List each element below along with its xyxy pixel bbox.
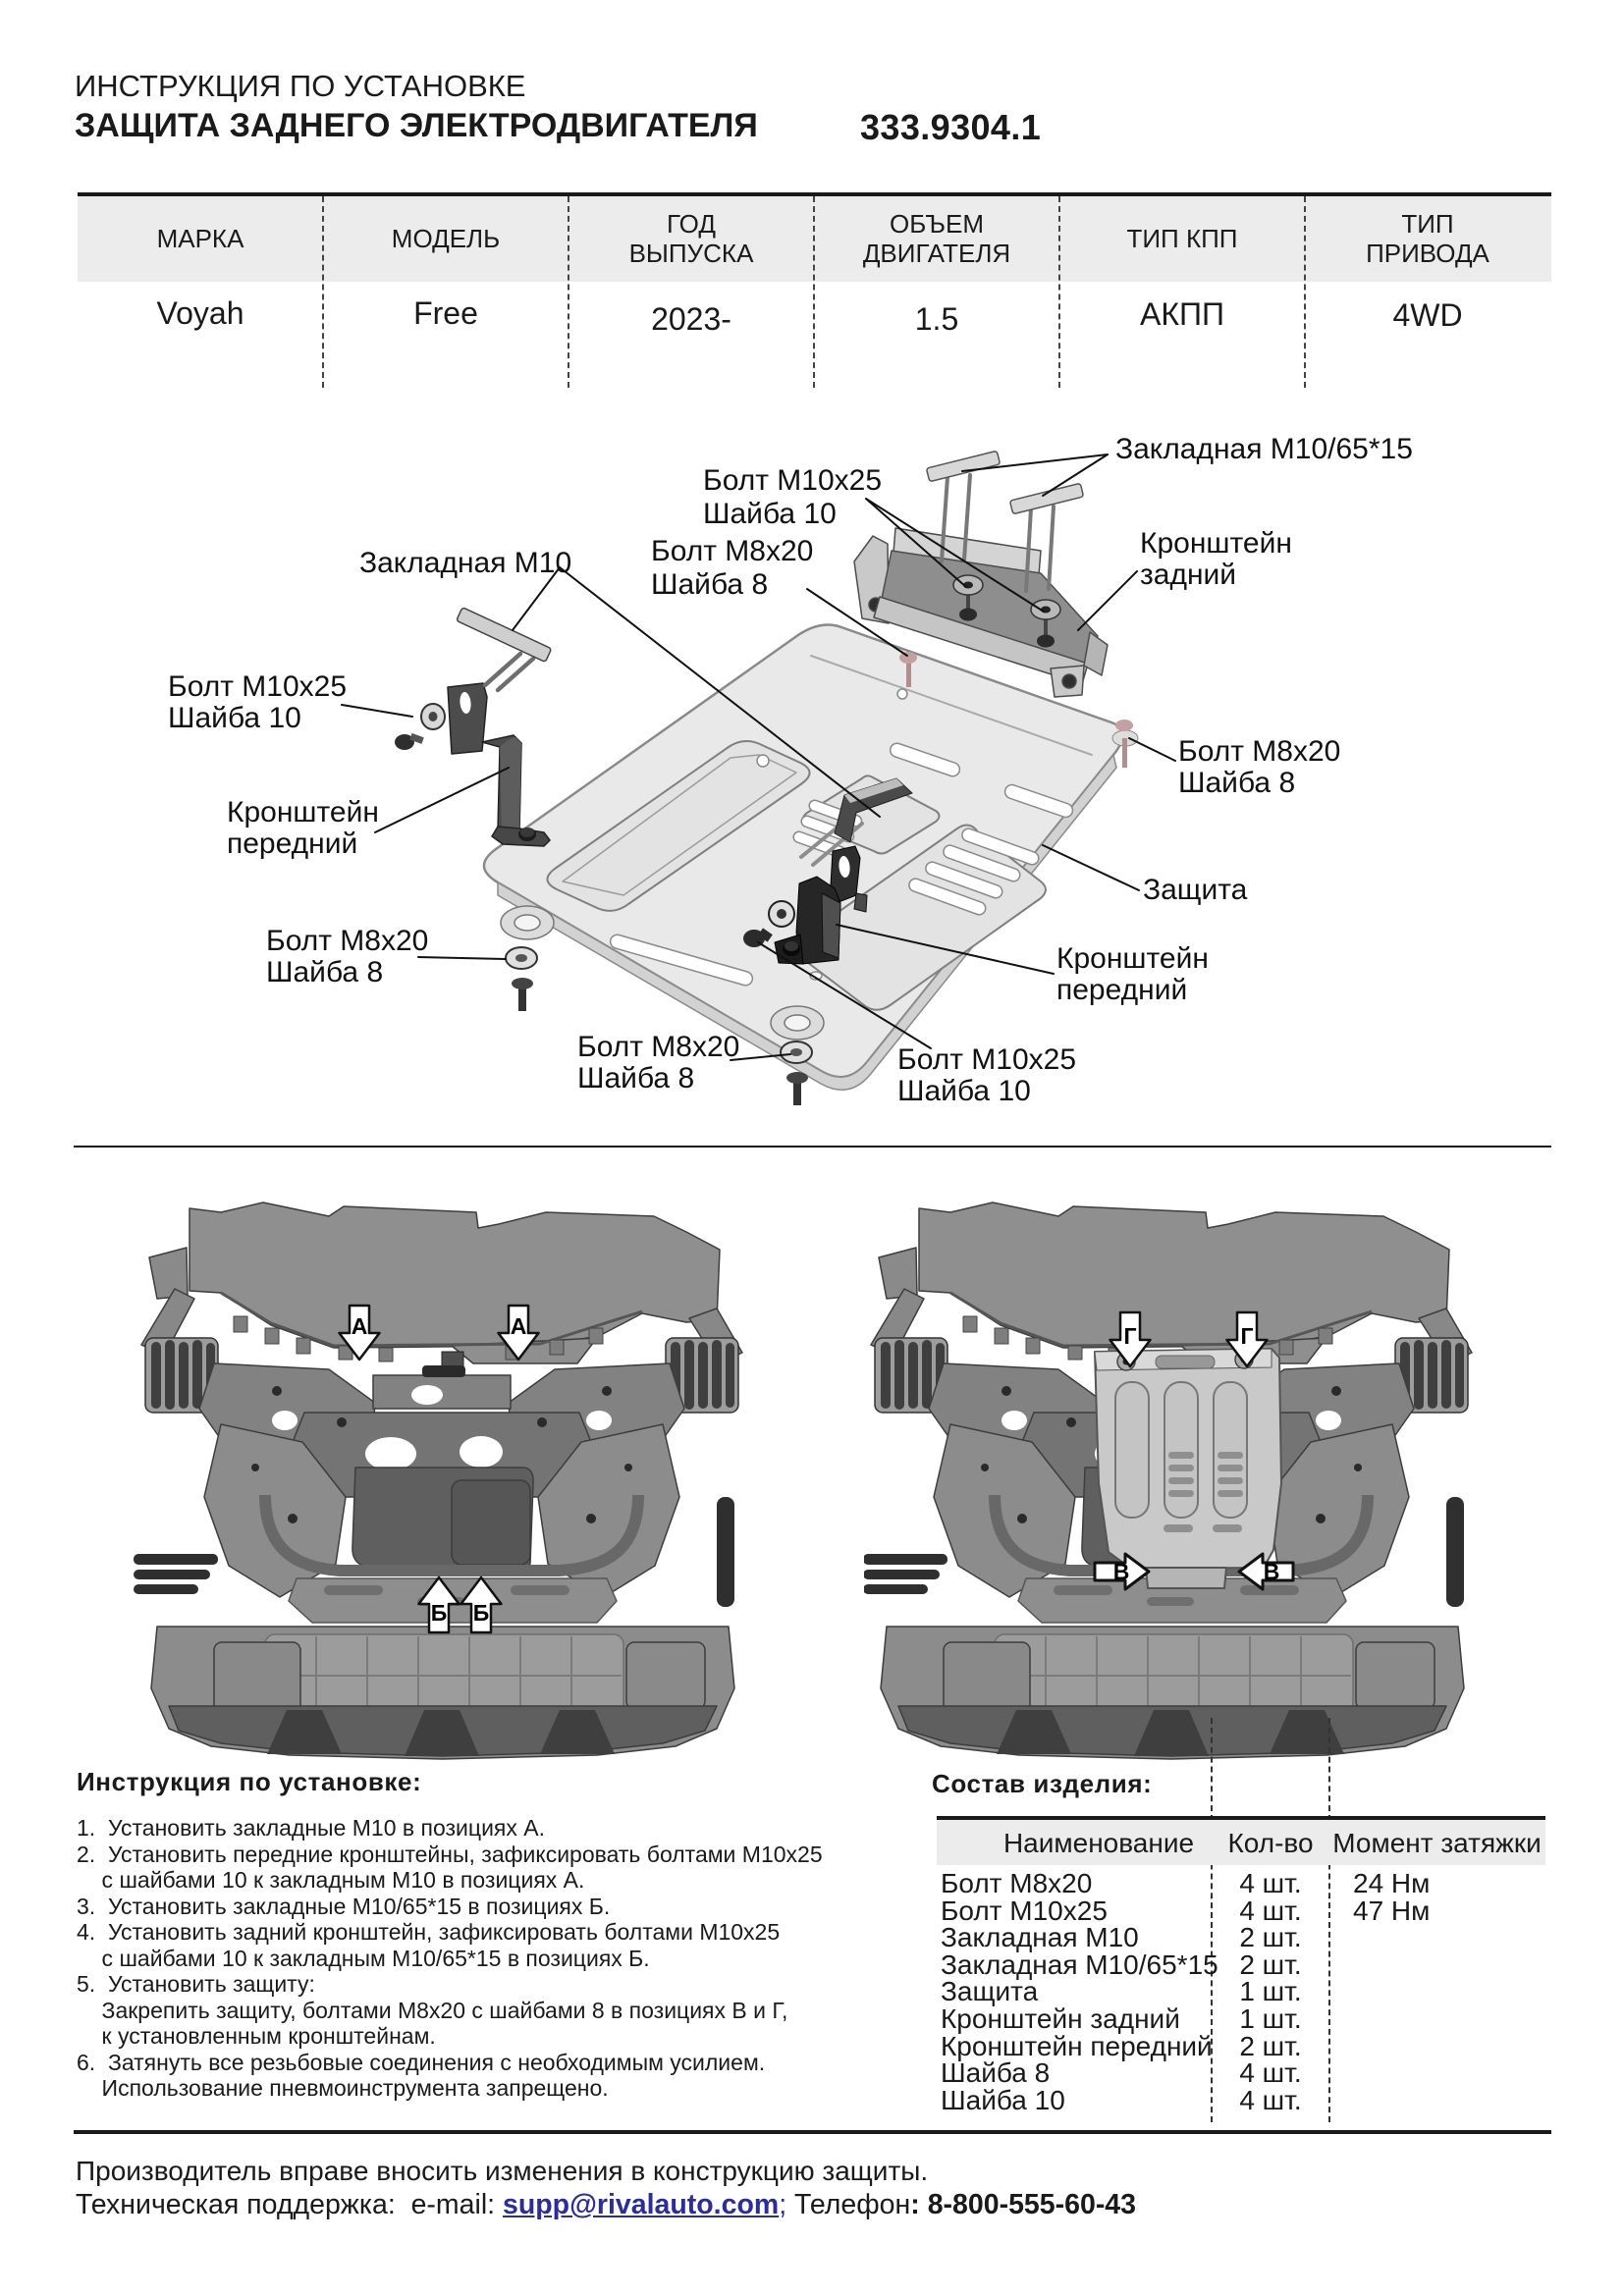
svg-text:В: В <box>1264 1559 1280 1584</box>
svg-text:Болт М8х20: Болт М8х20 <box>266 925 428 957</box>
svg-text:Шайба 10: Шайба 10 <box>703 498 837 530</box>
svg-text:Защита: Защита <box>1143 874 1248 906</box>
svg-text:Болт М8х20: Болт М8х20 <box>1178 735 1340 768</box>
svg-text:передний: передний <box>1056 974 1187 1006</box>
svg-text:Болт М10х25: Болт М10х25 <box>897 1043 1076 1076</box>
svg-text:Закладная М10: Закладная М10 <box>359 547 571 579</box>
svg-text:передний: передний <box>227 828 357 860</box>
svg-text:А: А <box>352 1313 368 1339</box>
svg-text:Шайба 8: Шайба 8 <box>266 956 383 988</box>
svg-text:задний: задний <box>1140 559 1236 591</box>
svg-text:Б: Б <box>473 1600 490 1626</box>
svg-text:Шайба 8: Шайба 8 <box>577 1062 694 1095</box>
svg-text:Г: Г <box>1240 1323 1253 1349</box>
svg-text:Болт М10х25: Болт М10х25 <box>168 670 347 703</box>
svg-text:Болт М8х20: Болт М8х20 <box>651 535 813 567</box>
svg-text:Шайба 8: Шайба 8 <box>651 568 768 601</box>
svg-text:Шайба 10: Шайба 10 <box>168 702 301 734</box>
svg-text:Кронштейн: Кронштейн <box>1140 527 1292 560</box>
svg-text:В: В <box>1113 1559 1130 1584</box>
svg-text:Б: Б <box>431 1600 448 1626</box>
svg-text:Г: Г <box>1123 1323 1136 1349</box>
svg-text:А: А <box>511 1313 527 1339</box>
svg-text:Болт М10х25: Болт М10х25 <box>703 464 882 497</box>
svg-text:Кронштейн: Кронштейн <box>227 796 379 828</box>
svg-text:Шайба 10: Шайба 10 <box>897 1075 1031 1107</box>
svg-text:Шайба 8: Шайба 8 <box>1178 767 1295 799</box>
svg-text:Кронштейн: Кронштейн <box>1056 942 1209 975</box>
svg-text:Болт М8х20: Болт М8х20 <box>577 1031 739 1063</box>
svg-text:Закладная М10/65*15: Закладная М10/65*15 <box>1115 433 1413 465</box>
